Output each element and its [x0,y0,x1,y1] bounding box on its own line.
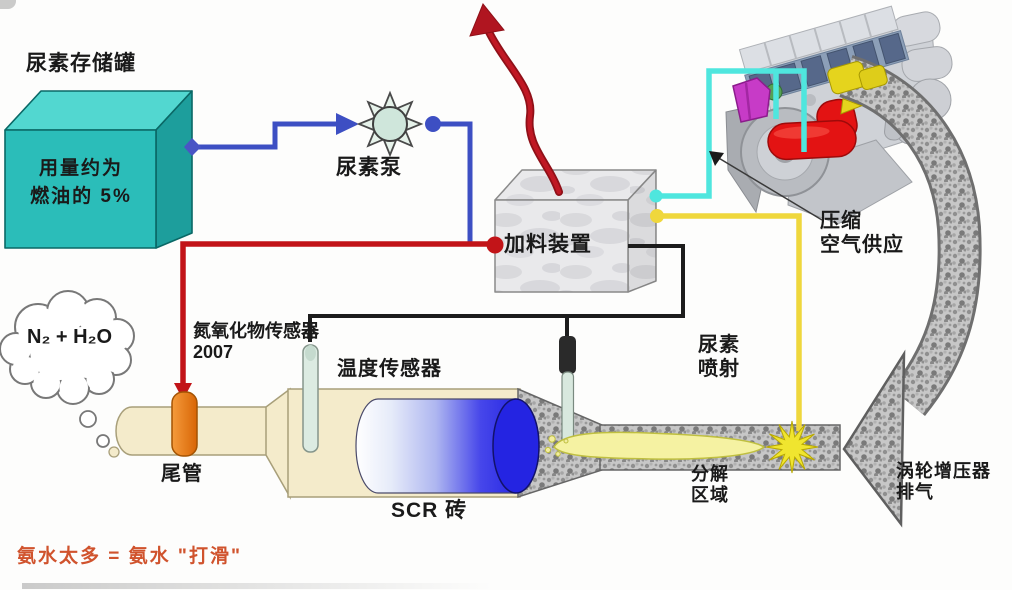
scr-brick-end-cap [492,398,540,494]
turbo-exhaust-label: 涡轮增压器 排气 [896,461,991,503]
urea-pump-icon [356,90,424,158]
compressed-air-label-line1: 压缩 [820,210,862,232]
nox-sensor [171,391,198,457]
inlet-cone [265,387,291,500]
sensors-and-spray [171,336,819,474]
nox-sensor-label-line1: 氮氧化物传感器 [193,321,319,341]
scr-brick-body [355,398,517,494]
urea-injector-probe [559,336,576,453]
magenta-component [732,77,771,123]
decomposition-zone-label-line2: 区域 [691,485,729,506]
red-connector-dot [486,236,504,254]
nox-sensor-label-line2: 2007 [193,342,234,363]
yellow-connector-dot [650,209,664,223]
exhaust-up-arrow [469,3,563,196]
engine-colored-parts [732,61,888,161]
turbo-exhaust-label-line2: 排气 [896,482,934,503]
tank-connector-diamond [184,138,201,156]
pump-label: 尿素泵 [336,156,402,179]
ammonia-slip-note: 氨水太多 = 氨水 "打滑" [17,546,242,567]
urea-air-line [657,213,802,431]
doser-label: 加料装置 [504,233,592,256]
compressed-air-line [656,68,807,199]
nox-sensor-label: 氮氧化物传感器 2007 [193,321,319,363]
red-muffler-component [767,98,858,161]
compressed-air-pointer-arrowhead [709,151,724,166]
scr-brick-label: SCR 砖 [391,499,468,522]
red-up-arrowhead [469,3,505,37]
blue-arrowhead [336,113,359,135]
cloud-bubble [79,410,97,428]
urea-supply-line-right [433,121,473,243]
urea-injection-label-line2: 喷射 [698,357,740,380]
urea-spray [553,431,766,460]
tailpipe-outlet-nub [108,446,120,458]
compressed-air-label: 压缩 空气供应 [820,210,904,257]
urea-injection-label-line1: 尿素 [698,334,740,356]
yellow-component [827,61,888,115]
urea-injection-label: 尿素 喷射 [698,334,740,381]
compressed-air-label-line2: 空气供应 [820,233,904,256]
compressed-air-pointer-line [716,156,823,221]
decomposition-zone-label: 分解 区域 [691,464,729,506]
turbo-exhaust-label-line1: 涡轮增压器 [896,461,991,481]
turbo-exhaust-arrow [838,55,982,528]
photo-scan-artifact [22,583,492,589]
temp-sensor-label: 温度传感器 [337,358,442,380]
cyan-connector-dot [649,189,663,203]
tank-title-label: 尿素存储罐 [26,52,136,75]
tailpipe-label: 尾管 [161,463,203,485]
temp-sensor-probe [302,344,319,453]
sensor-signal-line [308,244,685,342]
injection-flash [765,420,819,474]
urea-supply-line-left [196,121,338,150]
tank-usage-line2: 燃油的 5% [30,186,132,207]
photo-corner-artifact [0,0,16,9]
decomposition-zone-label-line1: 分解 [691,464,729,484]
flow-lines [174,68,823,431]
dosing-unit [494,169,657,293]
nox-sensor-line [180,241,492,388]
tank-usage-line1: 用量约为 [38,158,123,179]
blue-connector-dot [425,116,441,132]
turbo-exhaust-arrowhead [842,349,906,528]
exhaust-cloud-icon [0,290,135,448]
urea-tank [4,90,193,249]
cloud-formula-label: N₂ + H₂O [27,326,113,348]
cloud-bubble [96,434,110,448]
